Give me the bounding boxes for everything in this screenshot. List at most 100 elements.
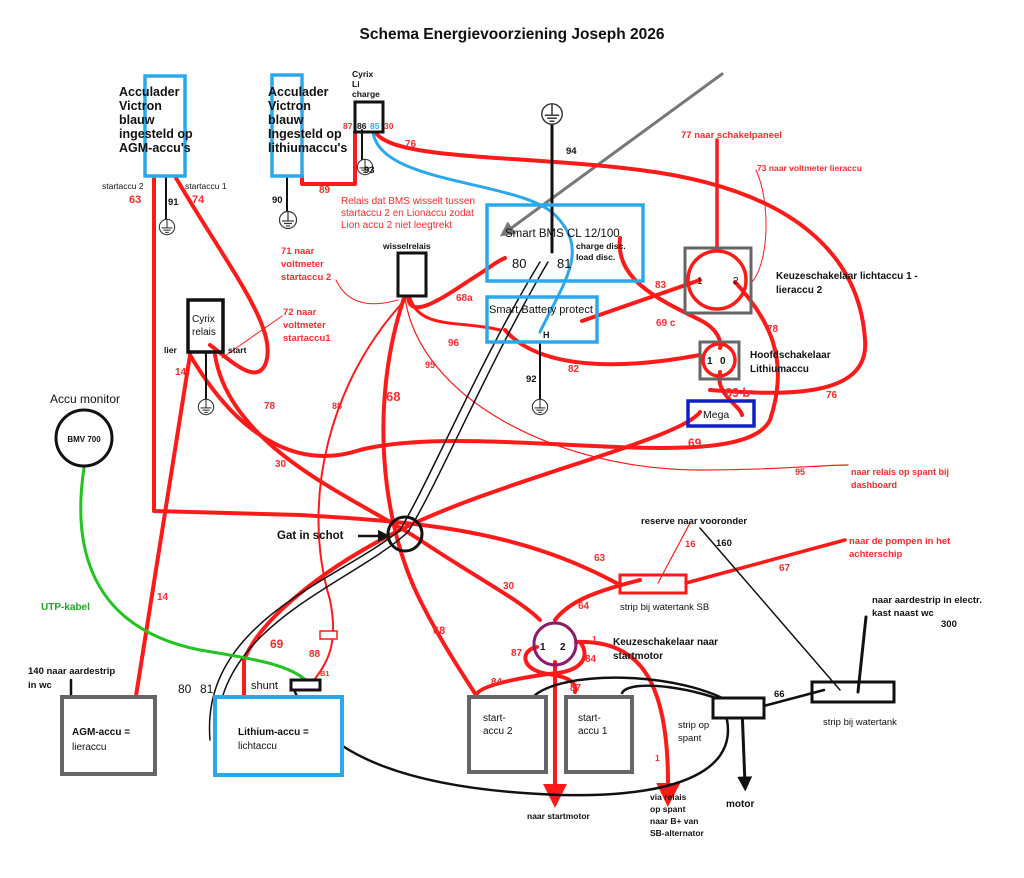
wires	[69, 72, 868, 808]
bmv-700-monitor[interactable]	[54, 408, 114, 468]
wire-ground-startaccu	[531, 676, 737, 707]
wire-64	[553, 578, 642, 622]
note-via-relais: SB-alternator	[650, 828, 705, 838]
note-pompen: achterschip	[849, 549, 903, 560]
agm-accu-box[interactable]	[60, 695, 157, 776]
cyrix-relais-box[interactable]	[186, 298, 225, 354]
charger-li-line: blauw	[268, 113, 304, 127]
selector-light-pin-1: 1	[697, 276, 703, 287]
strip-sb-label: strip bij watertank SB	[620, 602, 709, 613]
charger-li-line: Acculader	[268, 85, 329, 99]
wire-95	[404, 297, 849, 471]
selector-light-pin-2: 2	[733, 276, 739, 287]
cyrix-relais-start: start	[228, 345, 247, 355]
selector-light-box[interactable]	[683, 246, 753, 315]
wire-71	[335, 279, 399, 305]
components	[54, 73, 896, 777]
main-switch-label: Hoofdschakelaar	[750, 350, 831, 361]
cyrix-li-pin-30: 30	[384, 121, 394, 131]
cyrix-relais-line: Cyrix	[192, 314, 215, 325]
relay-note-line: startaccu 2 en Lionaccu zodat	[341, 208, 474, 219]
wire-label: 92	[526, 374, 537, 385]
battery-protect-box[interactable]	[485, 295, 599, 344]
strip-watertank-box[interactable]	[810, 680, 896, 704]
start-accu-2-box[interactable]	[467, 695, 548, 774]
strip-spant-box[interactable]	[711, 696, 766, 720]
wire-label: 69 c	[656, 318, 676, 329]
startaccu1-label: startaccu 1	[185, 181, 227, 191]
main-switch-pin-1: 1	[707, 356, 713, 367]
wire-81	[216, 261, 549, 741]
cyrix-li-box[interactable]	[353, 100, 385, 134]
wire-label: 14	[157, 592, 169, 603]
start-accu-2-line1: start-	[483, 713, 506, 724]
shunt-box[interactable]	[289, 678, 322, 692]
wisselrelais-box[interactable]	[396, 251, 428, 298]
wire-label: 1	[655, 753, 660, 763]
note-71: 71 naar	[281, 246, 315, 257]
wire-72	[221, 315, 283, 359]
page-title: Schema Energievoorziening Joseph 2026	[360, 26, 665, 43]
cyrix-relais-line: relais	[192, 327, 216, 338]
selector-light-knob[interactable]	[686, 249, 748, 311]
note-77: 77 naar schakelpaneel	[681, 130, 782, 141]
note-reserve: reserve naar vooronder	[641, 516, 747, 527]
agm-accu-line1: AGM-accu =	[72, 727, 130, 738]
battery-protect-label: Smart Battery protect	[489, 304, 593, 316]
mega-fuse-box[interactable]	[686, 399, 756, 428]
wire-label: 74	[192, 194, 205, 206]
strip-watertank-sb-box[interactable]	[618, 573, 688, 595]
note-pompen: naar de pompen in het	[849, 536, 951, 547]
wire-label: 1	[592, 634, 597, 644]
wire-label: 80	[178, 682, 192, 696]
wire-motor	[737, 706, 753, 792]
shunt-label: shunt	[251, 680, 278, 692]
wire-1-alternator	[574, 639, 681, 807]
ground-icon-90	[278, 210, 298, 230]
start-accu-2-line2: accu 2	[483, 726, 513, 737]
strip-spant-line: strip op	[678, 720, 709, 731]
note-aardestrip-wc: 140 naar aardestrip	[28, 666, 115, 677]
wire-label: 69	[688, 436, 702, 450]
wire-utp	[79, 466, 310, 684]
wire-label: 66	[774, 689, 785, 700]
cyrix-li-line: charge	[352, 89, 380, 99]
wire-88	[313, 299, 406, 681]
charger-agm-box[interactable]	[143, 74, 187, 178]
note-72: startaccu1	[283, 333, 331, 344]
wire-label: 76	[405, 139, 417, 150]
lithium-accu-box[interactable]	[213, 695, 344, 777]
selector-start-knob[interactable]	[532, 621, 578, 667]
diagonal-gray-arrow	[499, 72, 724, 237]
wire-30	[213, 353, 542, 622]
main-switch-label: Lithiumaccu	[750, 364, 809, 375]
main-switch-knob[interactable]	[701, 342, 737, 378]
wire-label: 16	[685, 539, 696, 550]
wire-300	[856, 615, 868, 694]
note-naar-startmotor: naar startmotor	[527, 811, 591, 821]
wire-label: 14	[175, 367, 187, 378]
wire-14	[134, 353, 192, 698]
note-72: 72 naar	[283, 307, 317, 318]
charger-li-box[interactable]	[270, 73, 304, 178]
wire-87-84-loops	[474, 640, 587, 697]
agm-accu-line2: lieraccu	[72, 742, 106, 753]
wire-67	[684, 538, 847, 585]
wisselrelais-label: wisselrelais	[382, 241, 431, 251]
selector-light-label: lieraccu 2	[776, 285, 823, 296]
cyrix-li-pin-87: 87	[343, 121, 353, 131]
selector-start-pin-1: 1	[540, 642, 546, 653]
wire-89	[300, 130, 357, 186]
charger-agm-line: AGM-accu's	[119, 141, 191, 155]
wire-label: 67	[779, 563, 791, 574]
wire-76	[374, 131, 868, 395]
main-switch-box[interactable]	[698, 340, 741, 381]
bms-box[interactable]	[485, 203, 645, 283]
wire-82	[503, 328, 702, 367]
start-accu-1-box[interactable]	[564, 695, 634, 774]
selector-light-label: Keuzeschakelaar lichtaccu 1 -	[776, 271, 918, 282]
wire-label: 160	[716, 538, 732, 549]
selector-start-label: startmotor	[613, 651, 663, 662]
note-via-relais: via relais	[650, 792, 687, 802]
